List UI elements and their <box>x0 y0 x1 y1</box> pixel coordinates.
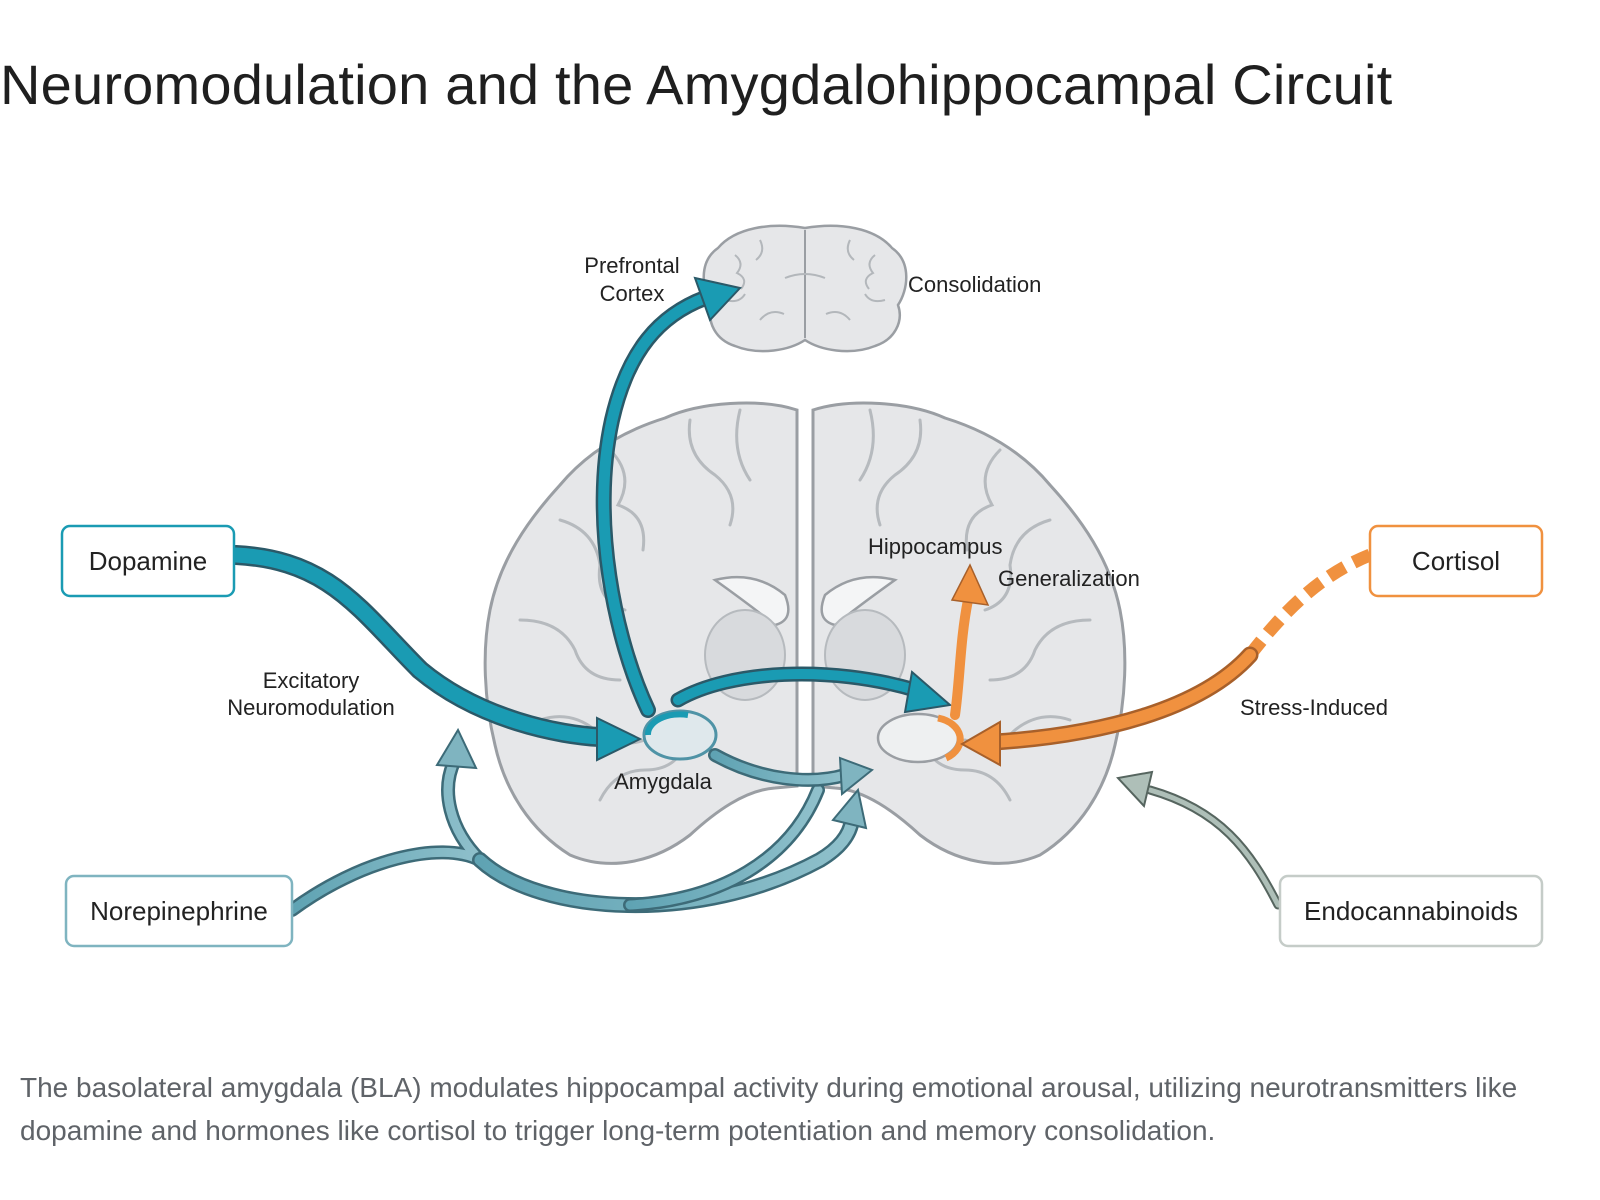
prefrontal-cortex-illustration <box>702 224 908 353</box>
prefrontal-label-line2: Cortex <box>600 281 665 306</box>
consolidation-label: Consolidation <box>908 272 1041 297</box>
cortisol-label: Cortisol <box>1412 546 1500 576</box>
prefrontal-label-line1: Prefrontal <box>584 253 679 278</box>
circuit-diagram: Dopamine Norepinephrine Cortisol Endocan… <box>0 150 1600 1030</box>
excitatory-label-line2: Neuromodulation <box>227 695 395 720</box>
norepinephrine-arrows <box>285 727 874 917</box>
endocannabinoids-arrow <box>1145 785 1283 910</box>
page-title: Neuromodulation and the Amygdalohippocam… <box>0 53 1393 116</box>
amygdala-label: Amygdala <box>614 769 713 794</box>
cortisol-node: Cortisol <box>1368 524 1544 598</box>
generalization-label: Generalization <box>998 566 1140 591</box>
excitatory-label-line1: Excitatory <box>263 668 360 693</box>
diagram-canvas: Dopamine Norepinephrine Cortisol Endocan… <box>60 224 1544 948</box>
hippocampus-label: Hippocampus <box>868 534 1003 559</box>
norepinephrine-node: Norepinephrine <box>64 874 294 948</box>
generalization-arrow <box>950 595 973 720</box>
endocannabinoids-label: Endocannabinoids <box>1304 896 1518 926</box>
norepinephrine-label: Norepinephrine <box>90 896 268 926</box>
stress-induced-label: Stress-Induced <box>1240 695 1388 720</box>
dopamine-node: Dopamine <box>60 524 236 598</box>
figure-caption: The basolateral amygdala (BLA) modulates… <box>20 1072 1518 1146</box>
coronal-brain-illustration <box>483 401 1127 865</box>
endocannabinoids-node: Endocannabinoids <box>1278 874 1544 948</box>
dopamine-label: Dopamine <box>89 546 208 576</box>
cortisol-arrow <box>1244 548 1373 659</box>
amygdala-structure <box>642 709 718 761</box>
